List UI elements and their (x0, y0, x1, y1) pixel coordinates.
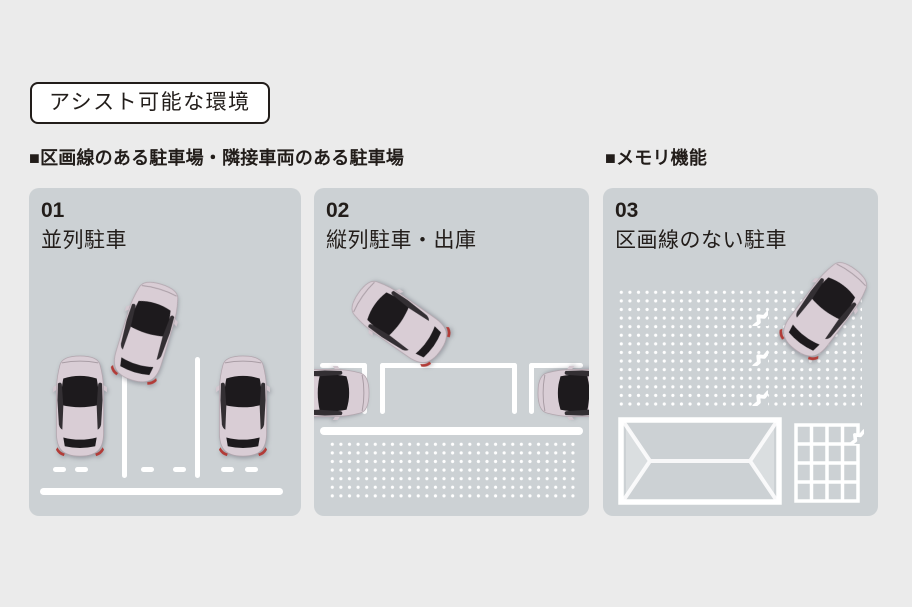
bay-line-vertical (529, 363, 534, 414)
car-top-view-icon (216, 355, 270, 461)
car-top-view-icon-adjacent (537, 366, 589, 420)
title-badge: アシスト可能な環境 (30, 82, 270, 125)
section-label-memory-function: ■メモリ機能 (605, 148, 708, 168)
panel-3-number: 03 (615, 199, 639, 222)
panel-1-head: 01 並列駐車 (41, 198, 127, 253)
parking-line-vertical (122, 357, 127, 478)
panel-1-title: 並列駐車 (41, 229, 127, 253)
panel-parallel-parking-exit: 02 縦列駐車・出庫 (314, 188, 589, 516)
panel-1-number: 01 (41, 199, 65, 222)
memory-marker-icon (734, 292, 768, 326)
bay-line-vertical (512, 363, 517, 414)
car-top-view-icon-maneuvering (342, 270, 460, 375)
bay-line-top (380, 363, 517, 368)
memory-marker-icon (734, 332, 768, 366)
panel-parallel-bay-parking: 01 並列駐車 (29, 188, 301, 516)
bay-line-vertical (380, 363, 385, 414)
memory-marker-icon (832, 412, 864, 444)
panel-no-line-parking: 03 区画線のない駐車 (603, 188, 878, 516)
bay-line-top (529, 363, 583, 368)
stopper-dash (245, 467, 258, 472)
car-top-view-icon (53, 355, 107, 461)
stopper-dash (221, 467, 234, 472)
curb-line (320, 427, 583, 435)
panel-2-title: 縦列駐車・出庫 (326, 229, 477, 253)
section-label-lined-parking: ■区画線のある駐車場・隣接車両のある駐車場 (29, 148, 405, 168)
parking-line-vertical (195, 357, 200, 478)
sidewalk-dot-pattern (328, 440, 575, 500)
car-top-view-icon-adjacent (314, 366, 370, 420)
stopper-dash (75, 467, 88, 472)
memory-marker-icon (734, 372, 768, 406)
panel-3-title: 区画線のない駐車 (615, 229, 787, 253)
stopper-dash (53, 467, 66, 472)
curb-line (40, 488, 283, 495)
panel-2-number: 02 (326, 199, 350, 222)
calibration-grid-icon (794, 423, 860, 503)
panel-2-head: 02 縦列駐車・出庫 (326, 198, 477, 253)
stopper-dash (173, 467, 186, 472)
car-top-view-icon-maneuvering (105, 275, 188, 392)
parking-space-envelope-icon (618, 417, 782, 505)
stopper-dash (141, 467, 154, 472)
panel-3-head: 03 区画線のない駐車 (615, 198, 787, 253)
bay-line-top (320, 363, 367, 368)
